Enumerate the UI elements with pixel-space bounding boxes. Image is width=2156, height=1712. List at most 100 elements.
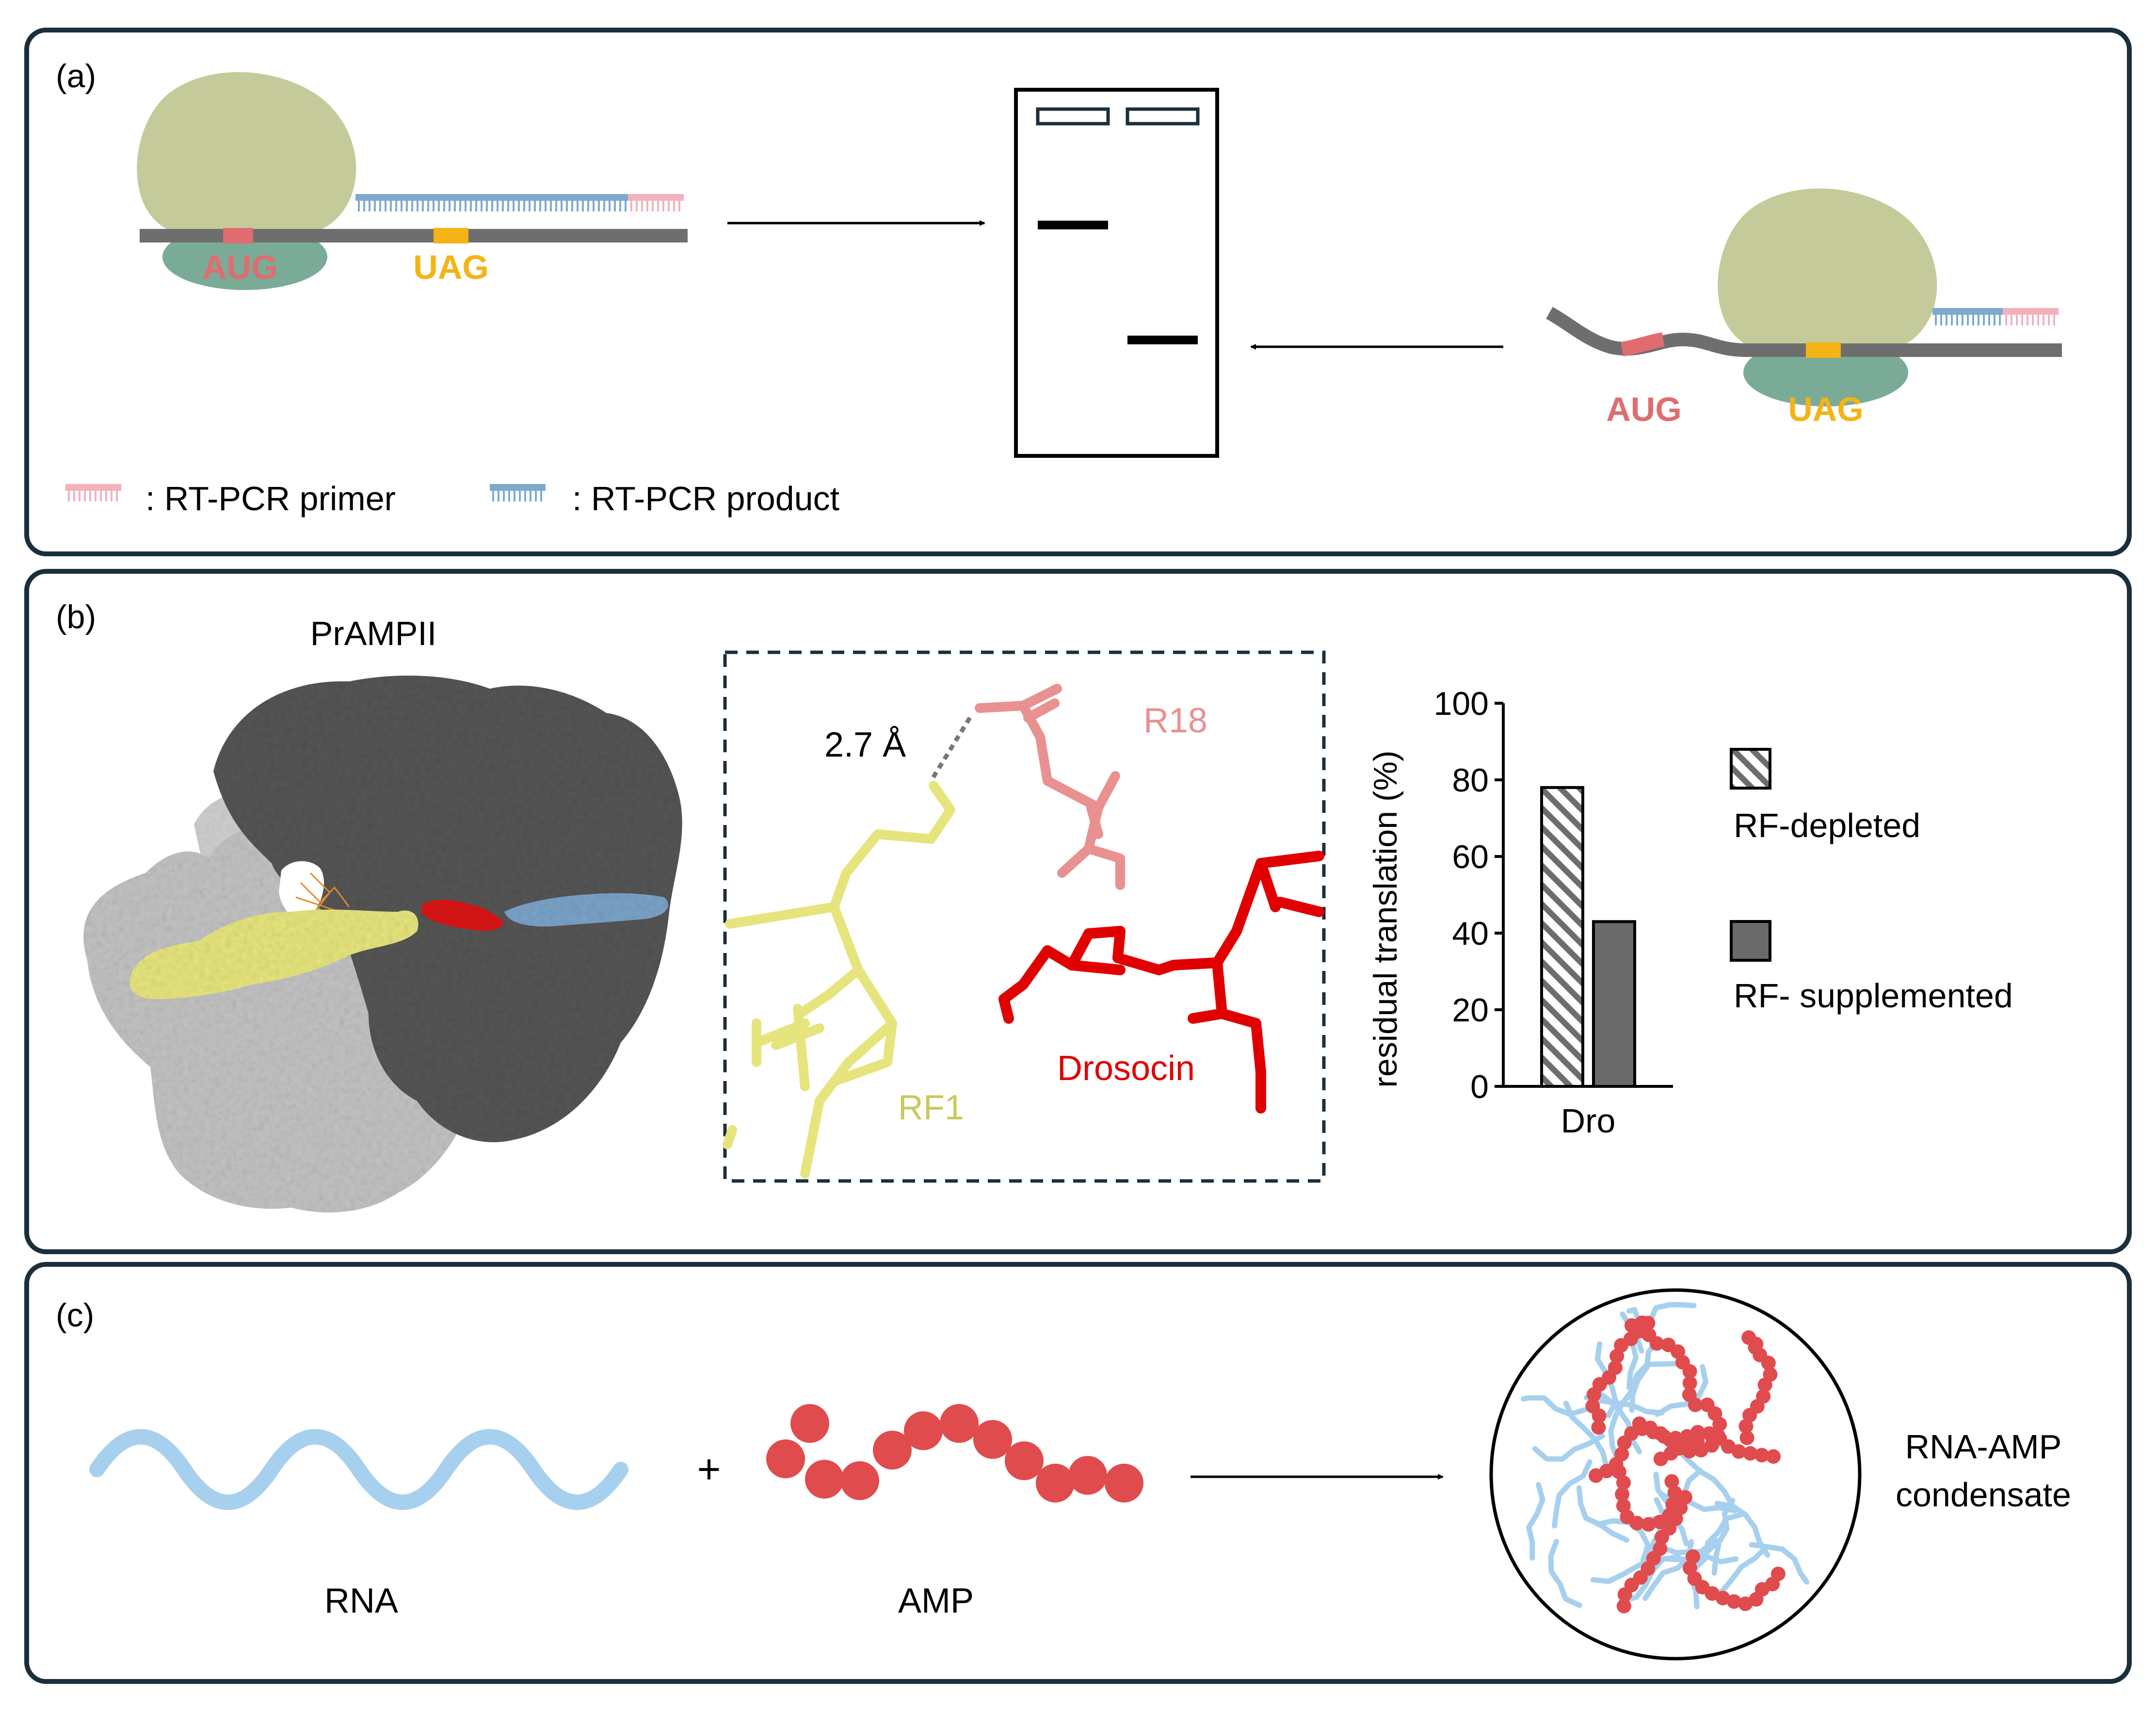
- rt-pcr-product-tooth: [1983, 315, 1985, 325]
- rt-pcr-primer-tooth: [641, 201, 643, 211]
- amp-bead: [1068, 1456, 1107, 1495]
- rt-pcr-product-tooth: [363, 201, 365, 211]
- large-subunit: [137, 72, 356, 238]
- rt-pcr-product-tooth: [513, 201, 515, 211]
- legend-depleted-swatch: [1730, 748, 1771, 790]
- rt-pcr-product-tooth: [1994, 315, 1995, 325]
- condensate-rna-strand: [1552, 1459, 1593, 1529]
- rt-pcr-primer-bar: [628, 194, 684, 201]
- condensate-amp-bead: [1664, 1474, 1679, 1489]
- chart-y-tick-label: 60: [1452, 839, 1489, 875]
- rt-pcr-primer-tooth: [2021, 315, 2023, 325]
- chart-y-tick-label: 40: [1452, 915, 1489, 952]
- condensate-amp-bead: [1617, 1435, 1632, 1450]
- rt-pcr-primer-tooth: [2037, 315, 2039, 325]
- condensate-amp-bead: [1766, 1449, 1781, 1464]
- bar-rf-supplemented: [1592, 920, 1636, 1088]
- rt-pcr-product-tooth: [603, 201, 605, 211]
- rt-pcr-product-tooth: [465, 201, 467, 211]
- chart-y-tick-label: 0: [1470, 1068, 1489, 1105]
- rt-pcr-product-tooth: [502, 201, 504, 211]
- zoom-inset: 2.7 Å R18 RF1 Drosocin: [723, 650, 1326, 1183]
- amp-bead: [1036, 1464, 1075, 1502]
- rt-pcr-primer-tooth: [673, 201, 675, 211]
- rt-pcr-product-tooth: [1972, 315, 1974, 325]
- start-codon-mark-right: [1621, 332, 1665, 356]
- amp-bead: [766, 1439, 805, 1478]
- rt-pcr-primer-tooth: [630, 201, 632, 211]
- rt-pcr-product-tooth: [577, 201, 579, 211]
- rt-pcr-product-tooth: [619, 201, 621, 211]
- amp-bead: [840, 1461, 879, 1500]
- rt-pcr-product-tooth: [507, 201, 509, 211]
- rt-pcr-product-tooth: [550, 201, 552, 211]
- legend-primer-tooth: [79, 491, 80, 501]
- condensate-amp-bead: [1667, 1485, 1682, 1500]
- hydrogen-bond: [929, 716, 972, 782]
- amp-label: AMP: [898, 1582, 974, 1620]
- condensate-rna-strand: [1548, 1539, 1582, 1608]
- drosocin-surface: [422, 900, 504, 931]
- rt-pcr-primer-tooth: [678, 201, 680, 211]
- condensate-amp-bead: [1700, 1397, 1715, 1412]
- rt-pcr-product-tooth: [534, 201, 536, 211]
- plus-sign: +: [697, 1446, 721, 1492]
- rt-pcr-product-tooth: [406, 201, 408, 211]
- peptide-blue-surface: [504, 893, 668, 927]
- amp-bead: [1105, 1464, 1143, 1502]
- ribosome-initiation-complex: AUG UAG: [137, 72, 688, 290]
- drosocin-sticks: [998, 851, 1324, 1114]
- legend-product-tooth: [519, 491, 521, 501]
- legend-primer-tooth: [68, 491, 70, 501]
- panel-c: (c) RNA + AMP RNA-AMP condensate: [24, 1262, 2132, 1684]
- legend-product-tooth: [540, 491, 542, 501]
- condensate-amp-bead: [1754, 1448, 1770, 1463]
- trna-orange-strands: [295, 872, 350, 913]
- condensate-rna-strand: [1576, 1485, 1629, 1543]
- chart-x-categories: Dro: [1561, 1102, 1616, 1140]
- rt-pcr-product-tooth: [614, 201, 616, 211]
- condensate-amp-bead: [1680, 1429, 1694, 1444]
- rt-pcr-primer-tooth: [668, 201, 670, 211]
- rt-pcr-product-tooth: [401, 201, 402, 211]
- legend-product-tooth: [524, 491, 526, 501]
- rt-pcr-product-tooth: [545, 201, 547, 211]
- condensate-amp-bead: [1715, 1591, 1730, 1606]
- drosocin-label: Drosocin: [1057, 1049, 1195, 1088]
- rt-pcr-product-tooth: [518, 201, 520, 211]
- condensate-amp-bead: [1739, 1430, 1754, 1445]
- rt-pcr-primer-tooth: [2005, 315, 2007, 325]
- zoom-inset-frame: [723, 650, 1326, 1183]
- rt-pcr-product-tooth: [379, 201, 381, 211]
- legend-supplemented-label: RF- supplemented: [1734, 977, 2013, 1015]
- gel-well-2: [1126, 107, 1200, 126]
- legend-primer-tooth: [111, 491, 113, 501]
- rf1-surface: [129, 909, 418, 999]
- condensate-amp-bead: [1646, 1424, 1661, 1439]
- condensate-amp-bead: [1591, 1420, 1606, 1435]
- condensate-amp-bead: [1585, 1399, 1600, 1414]
- gel: [1014, 88, 1219, 458]
- condensate-amp-bead: [1682, 1387, 1697, 1402]
- legend-primer-bar: [65, 484, 121, 491]
- condensate-amp-bead: [1653, 1452, 1668, 1467]
- condensate-amp-bead: [1743, 1446, 1758, 1461]
- chart-y-tick-label: 20: [1452, 992, 1489, 1029]
- amp-bead: [940, 1404, 979, 1443]
- rt-pcr-product-tooth: [491, 201, 493, 211]
- rt-pcr-product-bar: [1932, 308, 2003, 315]
- rt-pcr-product-tooth: [374, 201, 376, 211]
- chart-axes: [1502, 703, 1673, 1088]
- rt-pcr-product-tooth: [1962, 315, 1963, 325]
- condensate-amp-bead: [1641, 1517, 1656, 1532]
- rt-pcr-primer-tooth: [2027, 315, 2028, 325]
- stop-codon-mark: [434, 228, 468, 243]
- rt-pcr-product-tooth: [1988, 315, 1990, 325]
- rf1-sticks: [723, 781, 955, 1179]
- rt-pcr-product-tooth: [454, 201, 456, 211]
- rt-pcr-product-tooth: [486, 201, 488, 211]
- condensate-rna-strand: [1629, 1337, 1661, 1413]
- legend-product-tooth: [498, 491, 499, 501]
- rt-pcr-product-bar: [355, 194, 628, 201]
